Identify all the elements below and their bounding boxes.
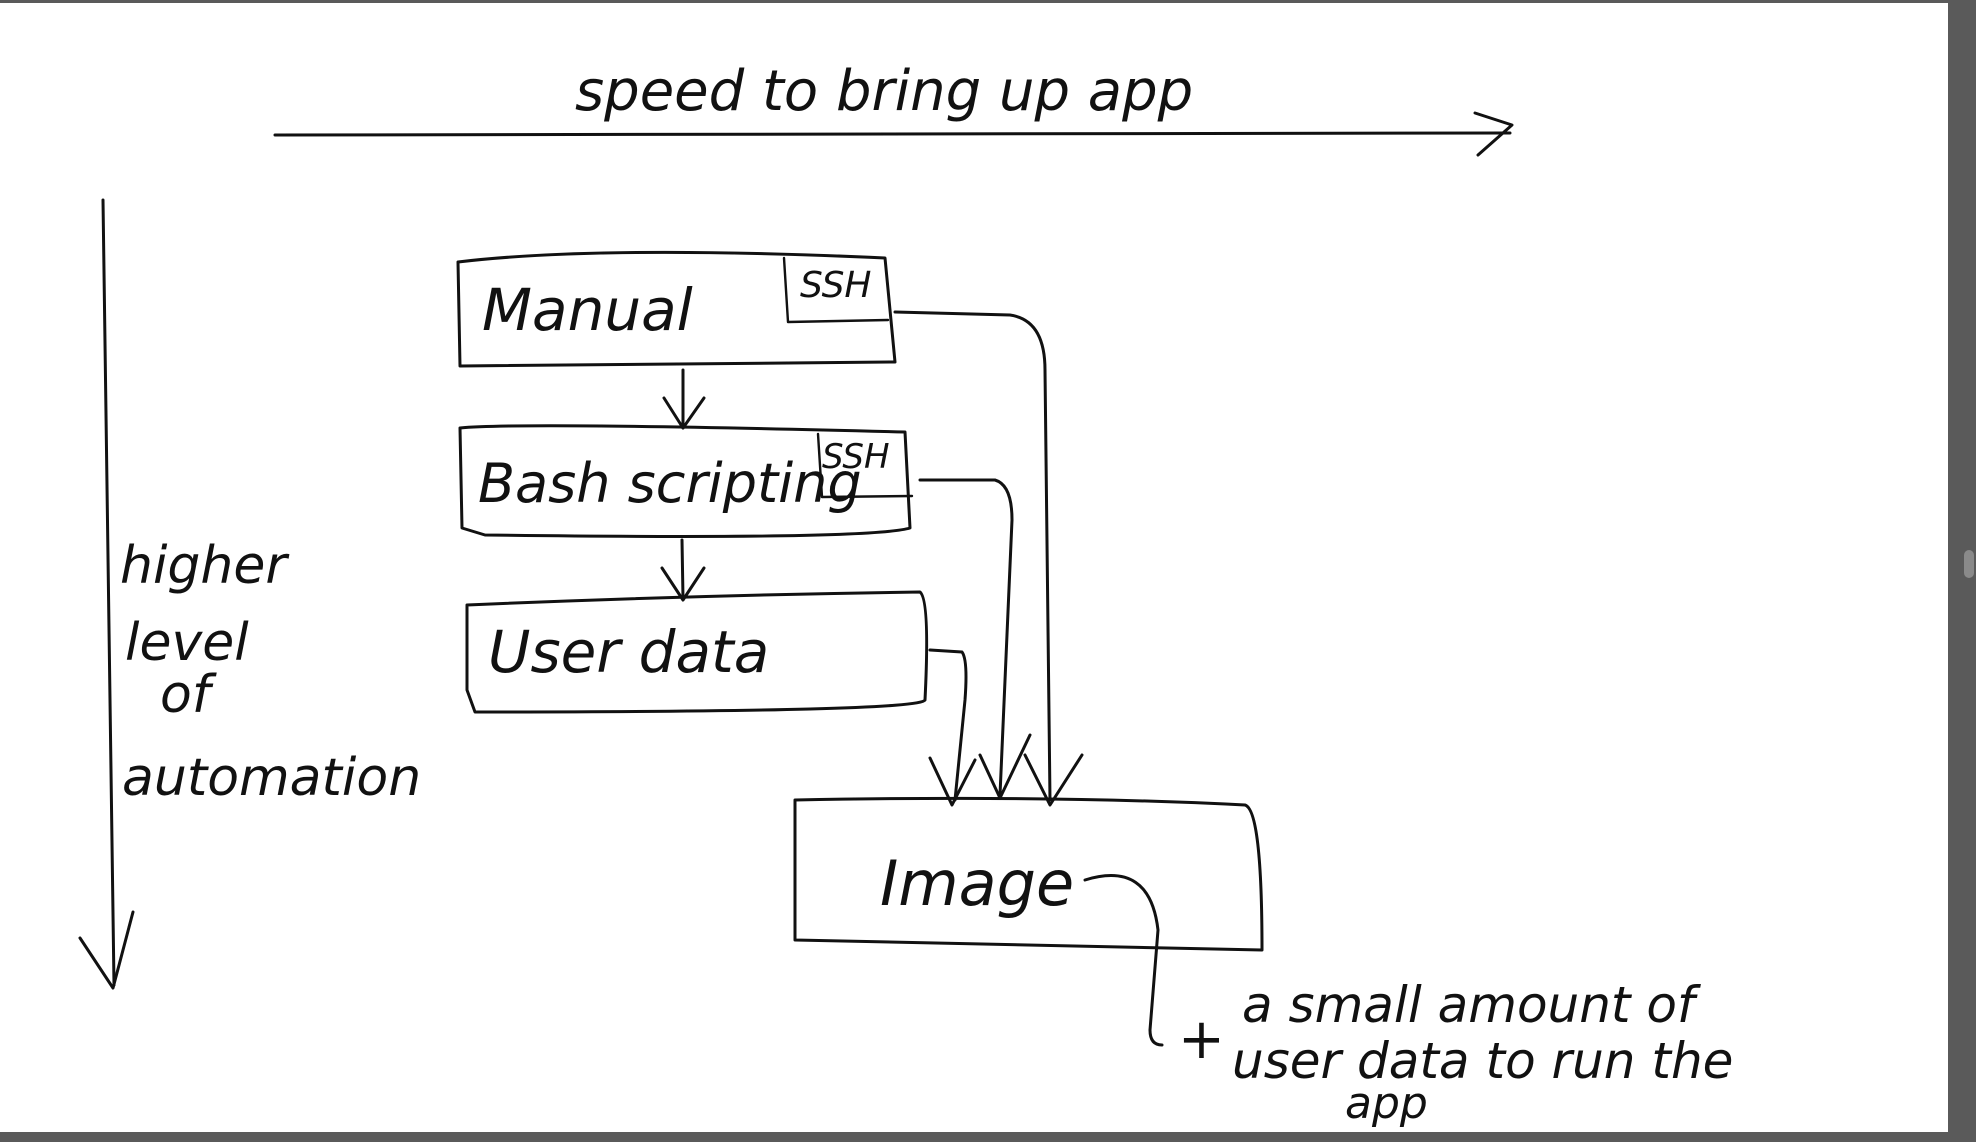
window-top-border xyxy=(0,0,1976,3)
note-line-3: app xyxy=(1345,1078,1428,1129)
automation-label-line-4: automation xyxy=(122,748,421,808)
manual-box-label: Manual xyxy=(482,276,693,344)
automation-label-line-3: of xyxy=(160,665,217,725)
arrow-bash-to-userdata xyxy=(660,538,706,602)
bash-ssh-badge-outline xyxy=(816,432,914,499)
speed-axis-arrowhead xyxy=(1473,111,1514,157)
user-data-box-outline xyxy=(465,590,929,714)
image-box-label: Image xyxy=(880,847,1074,920)
note-line-2: user data to run the xyxy=(1232,1032,1733,1090)
automation-axis-line xyxy=(101,198,116,987)
automation-axis: higher level of automation xyxy=(78,198,421,990)
bash-box: Bash scripting SSH xyxy=(458,424,914,538)
arrow-bash-to-image xyxy=(918,478,1032,800)
speed-axis: speed to bring up app xyxy=(273,59,1514,157)
automation-axis-arrowhead xyxy=(78,910,135,990)
user-data-box-label: User data xyxy=(488,618,769,686)
arrow-userdata-to-image xyxy=(928,648,977,807)
automation-label-line-2: level xyxy=(125,613,249,673)
manual-box: Manual SSH xyxy=(456,250,897,368)
user-data-box: User data xyxy=(465,590,929,714)
diagram-svg: speed to bring up app higher level of au… xyxy=(78,59,1733,1129)
note-line-1: a small amount of xyxy=(1242,976,1701,1034)
user-data-note: + a small amount of user data to run the… xyxy=(1178,976,1733,1129)
manual-ssh-badge: SSH xyxy=(800,265,872,306)
manual-box-outline xyxy=(456,250,897,368)
arrow-manual-to-image xyxy=(893,310,1084,807)
speed-axis-label: speed to bring up app xyxy=(575,59,1193,124)
scrollbar-track[interactable] xyxy=(1948,0,1976,1142)
image-box: Image xyxy=(793,796,1264,952)
manual-ssh-badge-outline xyxy=(782,256,890,324)
image-box-outline xyxy=(793,796,1264,952)
image-to-note-connector xyxy=(1083,874,1164,1047)
window-bottom-border xyxy=(0,1132,1976,1142)
note-plus-sign: + xyxy=(1178,1007,1225,1072)
arrow-manual-to-bash xyxy=(662,368,706,430)
bash-ssh-badge: SSH xyxy=(822,437,890,477)
automation-label-line-1: higher xyxy=(120,536,290,596)
scrollbar-thumb[interactable] xyxy=(1964,550,1974,578)
bash-box-label: Bash scripting xyxy=(478,452,862,515)
bash-box-outline xyxy=(458,424,912,538)
speed-axis-line xyxy=(273,131,1512,137)
